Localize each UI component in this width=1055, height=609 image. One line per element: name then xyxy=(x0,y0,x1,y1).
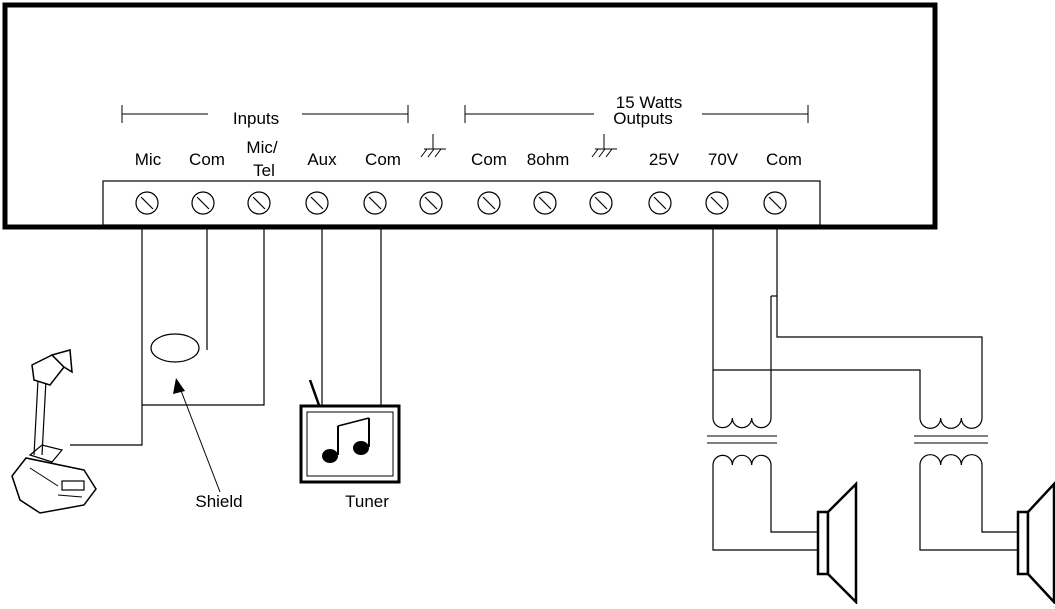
ground-icon xyxy=(420,134,446,158)
terminal-label-70v: 70V xyxy=(708,150,739,169)
screw-terminal-icon xyxy=(533,191,557,215)
terminal-label-25v: 25V xyxy=(649,150,680,169)
antenna-icon xyxy=(308,379,322,409)
tuner-label: Tuner xyxy=(345,492,389,511)
screw-terminal-icon xyxy=(477,191,501,215)
speaker-secondary-wiring xyxy=(712,465,1018,551)
screw-terminals xyxy=(135,191,787,215)
transformer-icon xyxy=(914,417,988,466)
speaker-icon xyxy=(816,480,858,606)
screw-terminal-icon xyxy=(191,191,215,215)
terminal-label-com-4: Com xyxy=(766,150,802,169)
transformer-icon xyxy=(707,417,777,466)
terminal-strip xyxy=(102,180,821,226)
screw-terminal-icon xyxy=(247,191,271,215)
transformers xyxy=(707,417,988,466)
shield-icon xyxy=(150,333,200,363)
tuner-icon xyxy=(299,404,401,484)
screw-terminal-icon xyxy=(419,191,443,215)
terminal-label-mic: Mic xyxy=(135,150,162,169)
screw-terminal-icon xyxy=(705,191,729,215)
terminal-label-com-3: Com xyxy=(471,150,507,169)
shield-label: Shield xyxy=(195,492,242,511)
microphone-icon xyxy=(11,349,97,514)
terminal-label-mictel-bottom: Tel xyxy=(253,161,275,180)
speaker-line-wiring xyxy=(712,225,983,418)
shield-pointer xyxy=(173,378,221,493)
inputs-label: Inputs xyxy=(233,109,279,128)
outputs-bracket xyxy=(464,105,809,123)
terminal-label-com-2: Com xyxy=(365,150,401,169)
terminal-label-8ohm: 8ohm xyxy=(527,150,570,169)
speaker-icon xyxy=(1016,481,1055,605)
terminal-label-com-1: Com xyxy=(189,150,225,169)
terminal-label-mictel-top: Mic/ xyxy=(246,138,277,157)
outputs-label-top: 15 Watts xyxy=(616,93,682,112)
screw-terminal-icon xyxy=(763,191,787,215)
mic-wiring xyxy=(70,225,265,446)
ground-icon xyxy=(591,134,617,158)
screw-terminal-icon xyxy=(648,191,672,215)
screw-terminal-icon xyxy=(363,191,387,215)
tuner-wiring xyxy=(321,225,382,405)
screw-terminal-icon xyxy=(135,191,159,215)
screw-terminal-icon xyxy=(305,191,329,215)
terminal-label-aux: Aux xyxy=(307,150,337,169)
screw-terminal-icon xyxy=(589,191,613,215)
inputs-bracket xyxy=(121,105,409,123)
outputs-label-bottom: Outputs xyxy=(613,109,673,128)
